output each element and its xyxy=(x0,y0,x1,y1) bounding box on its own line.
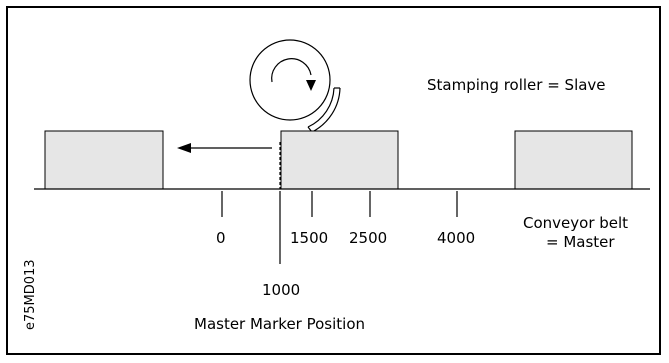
marker-value-label: 1000 xyxy=(262,281,301,299)
slave-label: Stamping roller = Slave xyxy=(427,76,606,94)
roller-sleeve-outer xyxy=(307,87,335,128)
marker-caption: Master Marker Position xyxy=(194,315,366,333)
master-label-line1: Conveyor belt xyxy=(523,214,629,232)
roller-circle xyxy=(249,39,331,121)
rotation-arrow-icon xyxy=(306,80,316,91)
figure-frame xyxy=(6,6,661,355)
product-box-left xyxy=(44,130,164,190)
tick-label-1500: 1500 xyxy=(290,229,329,247)
product-box-right xyxy=(514,130,633,190)
tick-label-2500: 2500 xyxy=(349,229,388,247)
figure-id-label: e75MD013 xyxy=(23,259,38,330)
product-box-center xyxy=(280,130,399,190)
tick-label-0: 0 xyxy=(216,229,226,247)
stamping-roller xyxy=(249,39,341,133)
master-label-line2: = Master xyxy=(546,233,615,251)
direction-arrow-icon xyxy=(177,143,191,153)
roller-sleeve-inner xyxy=(311,87,341,133)
rotation-arc xyxy=(271,58,312,83)
tick-label-4000: 4000 xyxy=(437,229,476,247)
